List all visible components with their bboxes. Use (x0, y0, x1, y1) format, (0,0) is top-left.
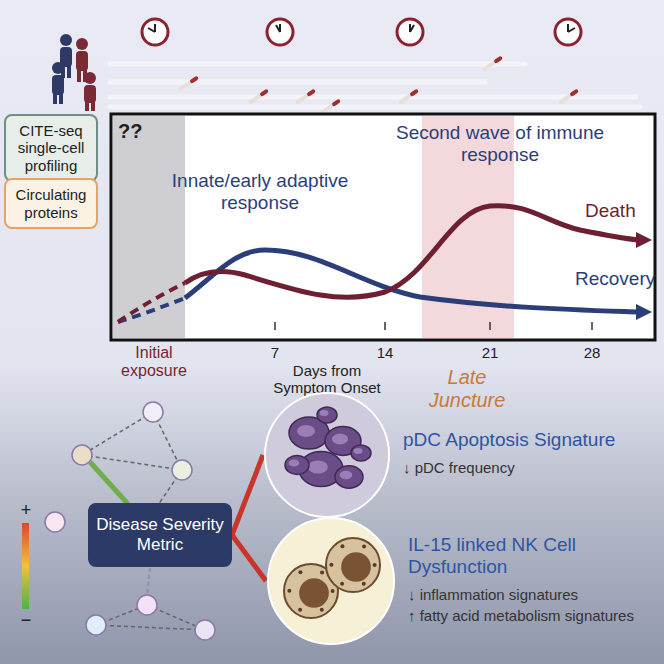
chart-label: Innate/early adaptive response (170, 170, 350, 214)
cell-node: IL-15 linked NK Cell Dysfunction ↓ inflam… (266, 517, 664, 645)
connector (232, 455, 263, 535)
process-box: Disease Severity Metric (88, 503, 232, 567)
node-title: Disease Severity Metric (95, 515, 225, 554)
chart-label: Initial exposure (114, 344, 194, 381)
process-box: CITE-seq single-cell profiling (4, 114, 98, 182)
node-title: pDC Apoptosis Signature (403, 429, 658, 451)
cell-text: pDC Apoptosis Signature ↓ pDC frequency (403, 392, 658, 518)
node-note: ↓ inflammation signatures (408, 586, 658, 603)
node-note: ↑ fatty acid metabolism signatures (408, 607, 658, 624)
cell-node: pDC Apoptosis Signature ↓ pDC frequency (263, 392, 664, 518)
node-note: ↓ pDC frequency (403, 459, 658, 476)
chart-label: Recovery (575, 268, 653, 290)
chart-label: + (17, 500, 35, 521)
cell-circle (266, 517, 396, 645)
node-title: IL-15 linked NK Cell Dysfunction (408, 534, 658, 578)
cell-text: IL-15 linked NK Cell Dysfunction ↓ inflam… (408, 517, 658, 645)
chart-label: 7 (265, 344, 285, 361)
process-box: Circulating proteins (4, 178, 98, 229)
chart-label: 21 (477, 344, 503, 361)
chart-label: 14 (372, 344, 398, 361)
node-title: CITE-seq single-cell profiling (11, 122, 91, 174)
chart-label: Death (585, 200, 645, 222)
chart-label: ?? (118, 120, 158, 143)
chart-label: Second wave of immune response (385, 122, 615, 166)
connector (232, 535, 266, 581)
node-title: Circulating proteins (11, 186, 91, 221)
chart-label: Late Juncture (412, 366, 522, 412)
cell-circle (263, 392, 391, 518)
chart-label: Days from Symptom Onset (262, 362, 392, 397)
chart-label: − (17, 610, 35, 631)
chart-label: 28 (579, 344, 605, 361)
